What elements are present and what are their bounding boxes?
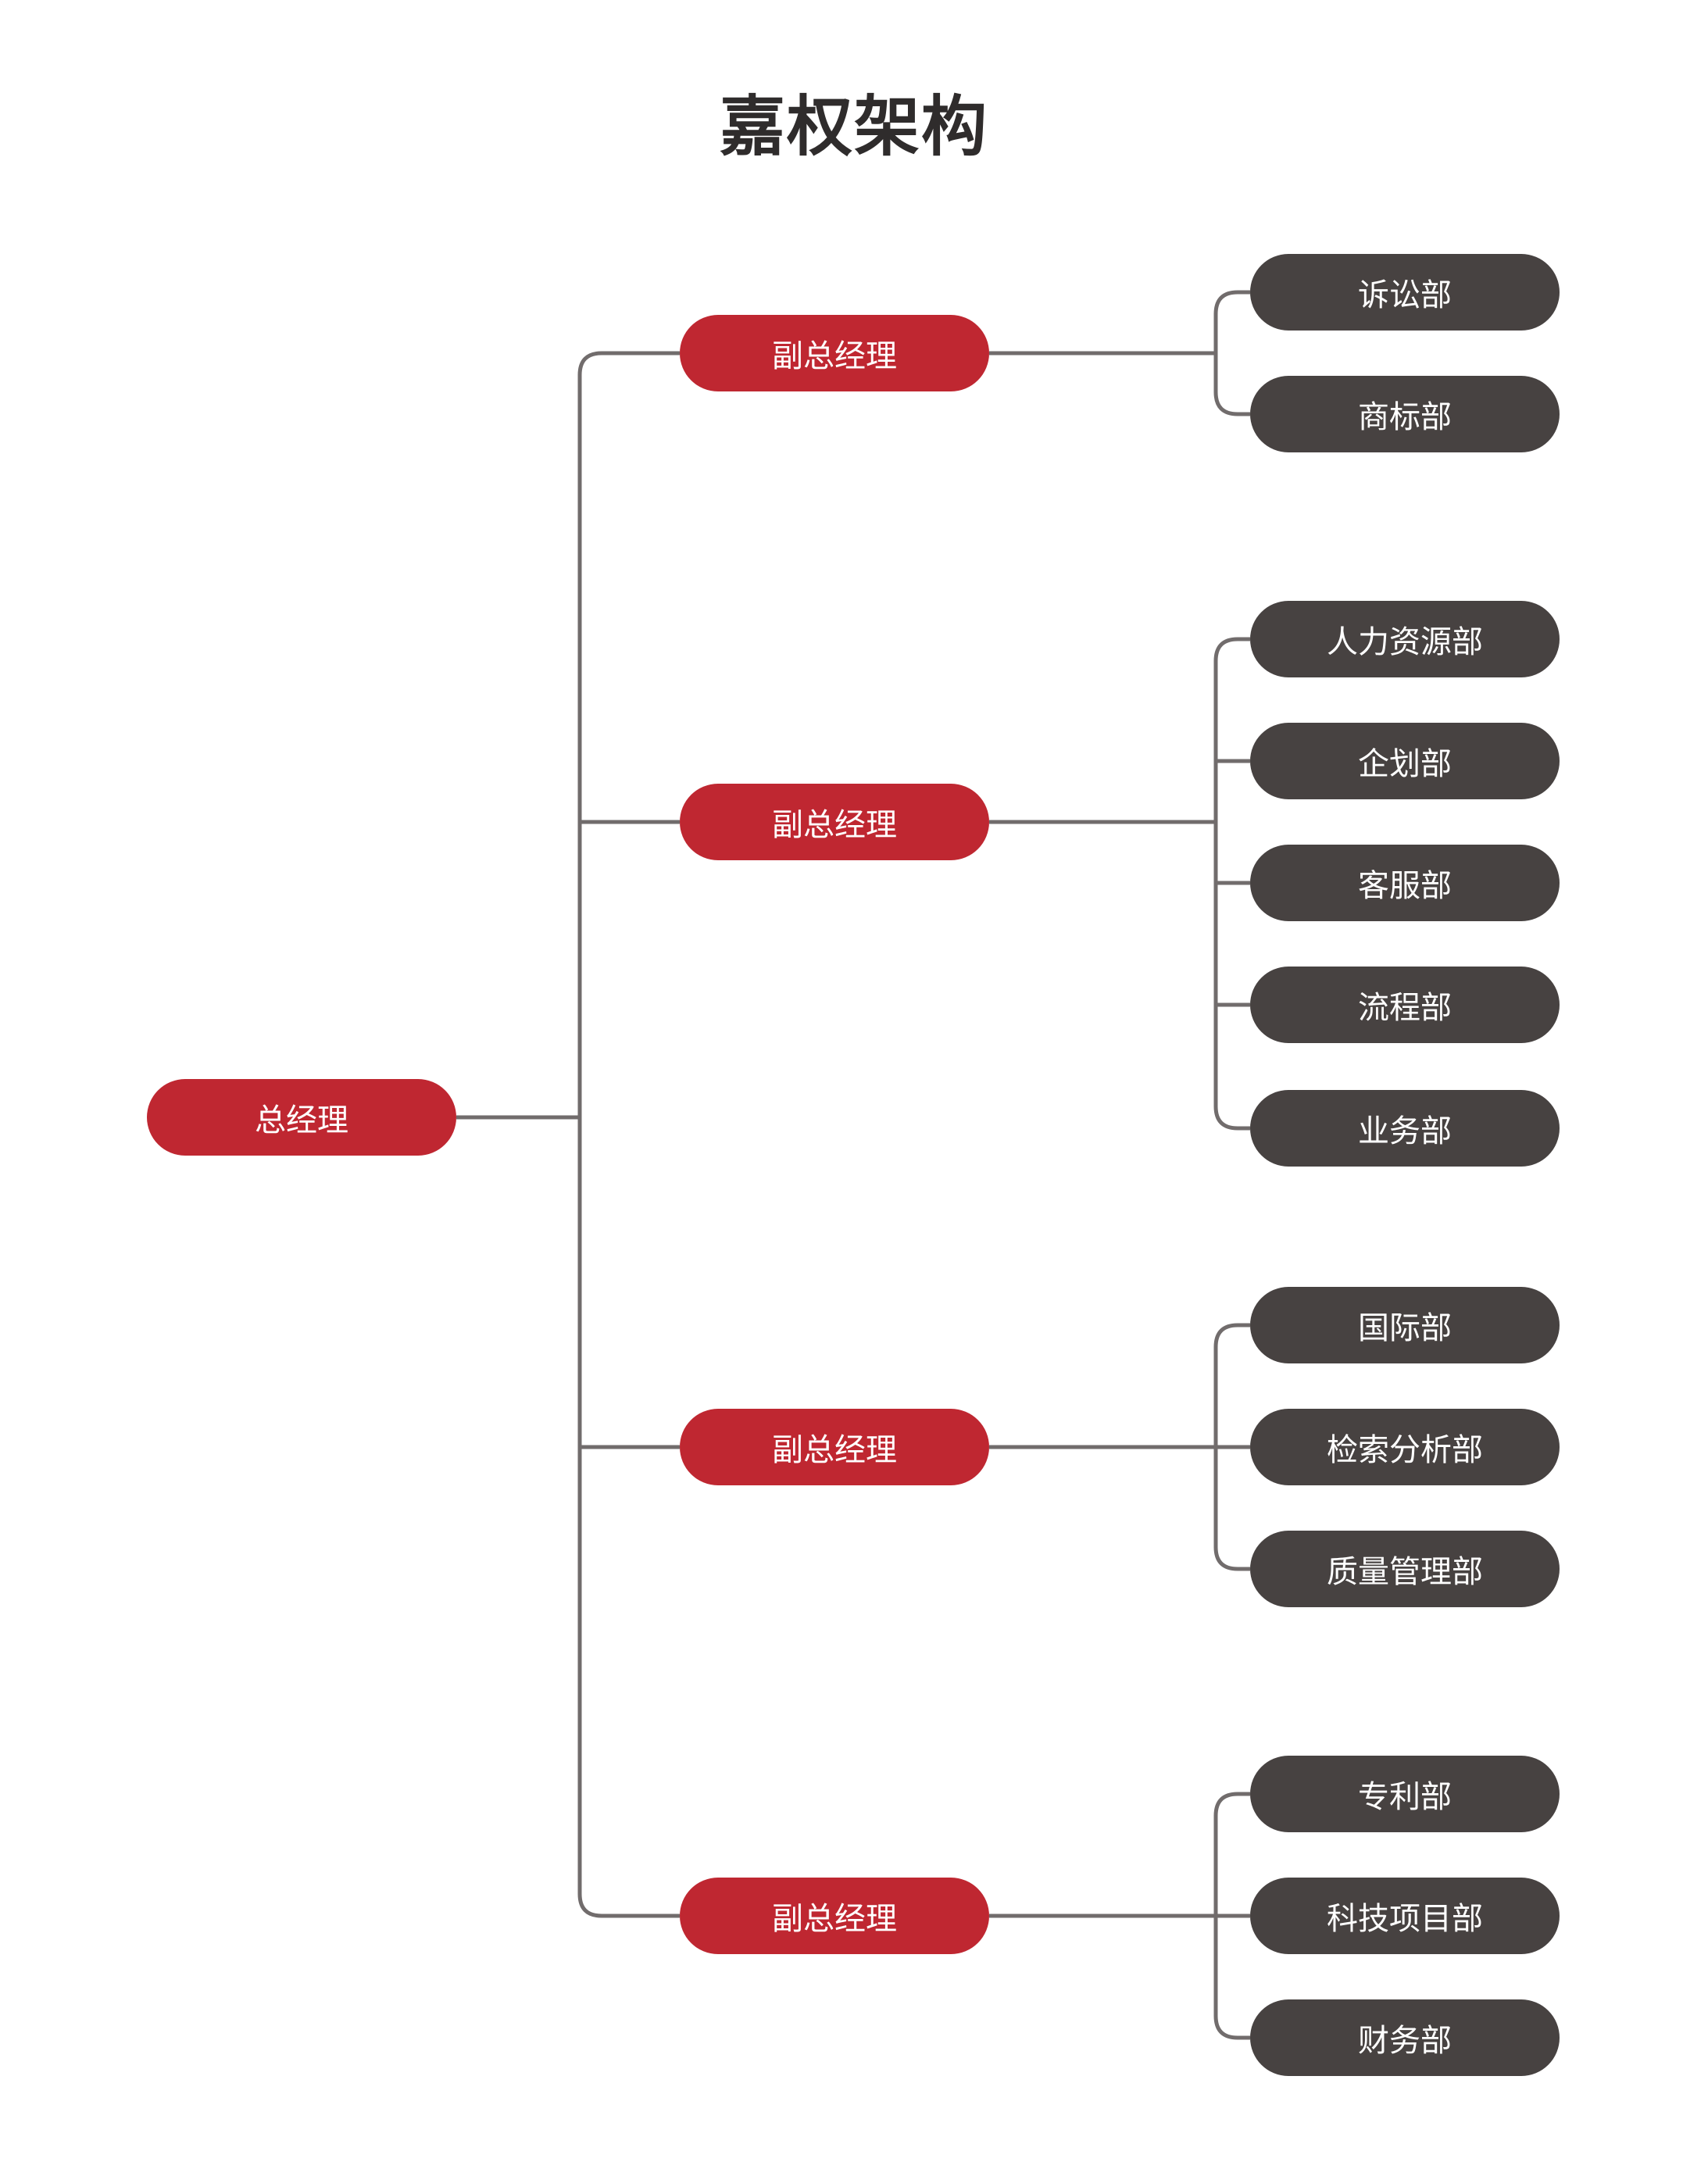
department-node: 商标部: [1250, 376, 1560, 452]
department-node: 国际部: [1250, 1287, 1560, 1363]
connector-trunk: [577, 351, 680, 1918]
root-node-general-manager: 总经理: [147, 1079, 456, 1156]
department-node: 企划部: [1250, 723, 1560, 799]
department-node: 科技项目部: [1250, 1878, 1560, 1954]
department-node: 业务部: [1250, 1090, 1560, 1167]
department-node: 客服部: [1250, 845, 1560, 921]
manager-node: 副总经理: [680, 1878, 989, 1954]
manager-node: 副总经理: [680, 315, 989, 391]
department-node: 流程部: [1250, 967, 1560, 1043]
page-title: 嘉权架构: [719, 88, 988, 165]
department-node: 专利部: [1250, 1756, 1560, 1832]
manager-node: 副总经理: [680, 1409, 989, 1485]
department-node: 财务部: [1250, 1999, 1560, 2076]
department-node: 检索分析部: [1250, 1409, 1560, 1485]
connector-department-bus: [1213, 290, 1250, 416]
manager-node: 副总经理: [680, 784, 989, 860]
department-node: 诉讼部: [1250, 254, 1560, 331]
department-node: 质量管理部: [1250, 1531, 1560, 1607]
department-node: 人力资源部: [1250, 601, 1560, 677]
